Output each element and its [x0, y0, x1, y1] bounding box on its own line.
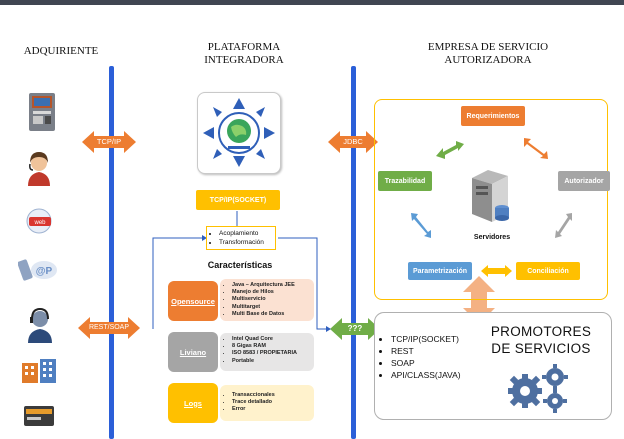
rest-soap-label: REST/SOAP	[88, 324, 130, 331]
platform-logo-icon	[203, 98, 275, 167]
functions-box: Acoplamiento Transformación	[206, 226, 276, 250]
jdbc-arrow	[328, 131, 378, 153]
requirements-box: Requerimientos	[461, 106, 525, 126]
operator-icon	[28, 152, 50, 186]
svg-text:web: web	[33, 220, 46, 226]
reconciliation-box: Conciliación	[516, 262, 580, 280]
acquirer-bus-line	[109, 66, 114, 439]
feature-item: Error	[232, 406, 310, 413]
atm-icon	[29, 93, 55, 131]
feature-item: ISO 8583 / PROPIETARIA	[232, 350, 310, 357]
promoters-title: PROMOTORES DE SERVICIOS	[490, 324, 592, 356]
company-bus-line	[351, 66, 356, 439]
tcpip-label: TCP/IP	[96, 137, 122, 146]
company-frame	[374, 99, 608, 300]
top-bar	[0, 0, 624, 5]
jdbc-label: JDBC	[343, 137, 363, 146]
company-cycle-arrows	[411, 138, 572, 277]
promoter-item: API/CLASS(JAVA)	[391, 369, 501, 381]
promoters-box: PROMOTORES DE SERVICIOS TCP/IP(SOCKET) R…	[374, 312, 612, 420]
promoter-item: TCP/IP(SOCKET)	[391, 333, 501, 345]
feature-item: Java – Arquitectura JEE	[232, 282, 310, 289]
servers-label: Servidores	[473, 234, 511, 241]
feature-item: Intel Quad Core	[232, 336, 310, 343]
company-header: EMPRESA DE SERVICIO AUTORIZADORA	[427, 41, 549, 66]
function-item: Acoplamiento	[219, 229, 275, 238]
feature-item: Manejo de Hilos	[232, 289, 310, 296]
feature-item: Multiservicio	[232, 296, 310, 303]
platform-header: PLATAFORMA INTEGRADORA	[204, 41, 284, 66]
servers-icon	[472, 170, 509, 222]
feature-item: Multitarget	[232, 304, 310, 311]
liviano-features: Intel Quad Core 8 Gigas RAM ISO 8583 / P…	[220, 333, 314, 371]
feature-item: Multi Base de Datos	[232, 311, 310, 318]
feature-item: Portable	[232, 358, 310, 365]
promoter-item: SOAP	[391, 357, 501, 369]
traceability-box: Trazabilidad	[378, 171, 432, 191]
features-title: Características	[207, 260, 273, 270]
card-icon	[24, 406, 54, 426]
opensource-label: Opensource	[168, 281, 218, 321]
liviano-label: Liviano	[168, 332, 218, 372]
wap-icon: @P	[18, 259, 57, 281]
feature-item: Transaccionales	[232, 392, 310, 399]
gears-icon	[508, 364, 568, 413]
tcpip-arrow	[82, 131, 136, 153]
svg-text:@P: @P	[36, 266, 53, 277]
opensource-features: Java – Arquitectura JEE Manejo de Hilos …	[220, 279, 314, 321]
authorizer-box: Autorizador	[558, 171, 610, 191]
logs-features: Transaccionales Trace detallado Error	[220, 385, 314, 421]
feature-item: Trace detallado	[232, 399, 310, 406]
parametrization-box: Parametrización	[408, 262, 472, 280]
socket-label-box: TCP/IP(SOCKET)	[196, 190, 280, 210]
buildings-icon	[22, 359, 56, 383]
function-item: Transformación	[219, 238, 275, 247]
unknown-arrow	[330, 318, 380, 340]
support-icon	[28, 307, 52, 343]
acquirer-header: ADQUIRIENTE	[23, 45, 99, 57]
logs-label: Logs	[168, 383, 218, 423]
web-icon: web	[26, 208, 52, 234]
rest-soap-arrow	[78, 317, 140, 339]
feature-item: 8 Gigas RAM	[232, 343, 310, 350]
unknown-label: ???	[347, 324, 363, 333]
promoter-item: REST	[391, 345, 501, 357]
platform-logo-box	[197, 92, 281, 174]
